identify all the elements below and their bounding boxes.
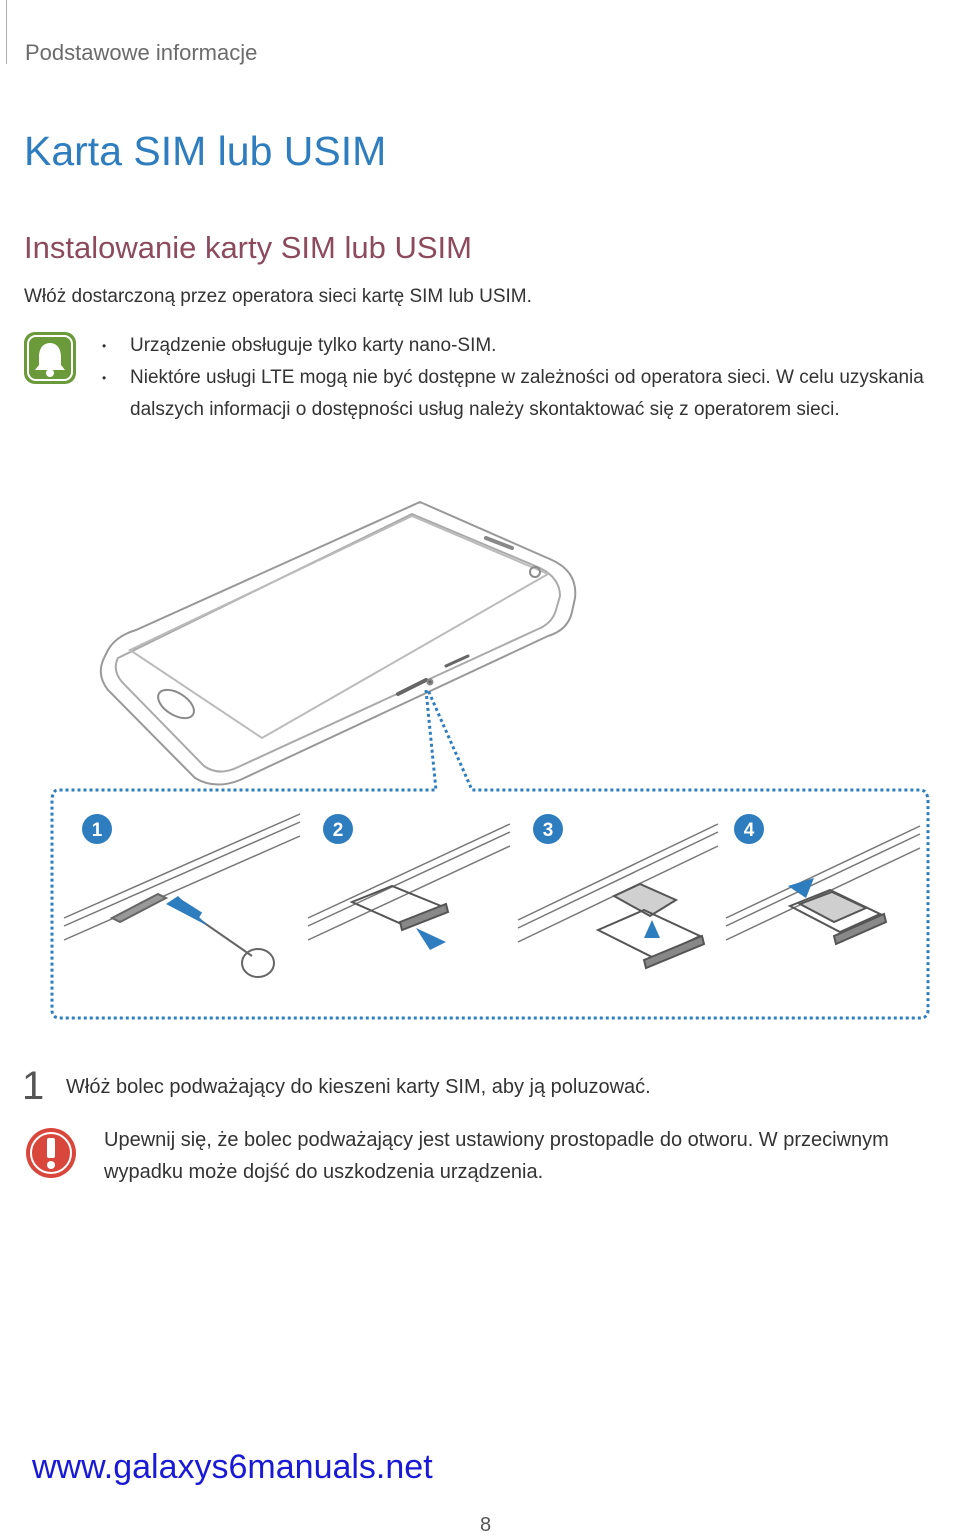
step-badge: 1 [82, 814, 112, 844]
section-title: Instalowanie karty SIM lub USIM [24, 230, 472, 265]
note-item: Niektóre usługi LTE mogą nie być dostępn… [100, 362, 960, 426]
sim-install-illustration: 1 2 3 4 [50, 500, 930, 1020]
step-badge: 2 [323, 814, 353, 844]
step-badge: 3 [533, 814, 563, 844]
dotted-callout [50, 689, 930, 1020]
footer-url[interactable]: www.galaxys6manuals.net [32, 1448, 433, 1486]
svg-text:2: 2 [333, 820, 344, 841]
phone-drawing [99, 500, 577, 786]
note-list: Urządzenie obsługuje tylko karty nano-SI… [100, 330, 960, 426]
intro-text: Włóż dostarczoną przez operatora sieci k… [24, 286, 532, 307]
svg-text:1: 1 [92, 820, 103, 841]
arrow-icon [416, 928, 446, 950]
section-header: Podstawowe informacje [25, 40, 258, 65]
bell-icon [24, 332, 76, 384]
header-rule [6, 0, 7, 64]
step-number: 1 [22, 1064, 45, 1108]
warning-text: Upewnij się, że bolec podważający jest u… [104, 1129, 889, 1183]
step-badge: 4 [734, 814, 764, 844]
sim-tray-with-card [787, 888, 888, 946]
arrow-icon [788, 878, 814, 898]
step-text: Włóż bolec podważający do kieszeni karty… [66, 1076, 651, 1098]
page-number: 8 [480, 1514, 492, 1536]
exclamation-icon [26, 1128, 76, 1178]
ejection-pin [109, 892, 275, 978]
sim-tray [349, 884, 450, 932]
page-title: Karta SIM lub USIM [24, 128, 387, 174]
phone-edge-lines [63, 813, 921, 943]
svg-text:3: 3 [543, 820, 554, 841]
sim-card [595, 882, 706, 970]
note-item: Urządzenie obsługuje tylko karty nano-SI… [100, 330, 960, 362]
svg-text:4: 4 [744, 820, 755, 841]
arrow-icon [644, 920, 660, 938]
